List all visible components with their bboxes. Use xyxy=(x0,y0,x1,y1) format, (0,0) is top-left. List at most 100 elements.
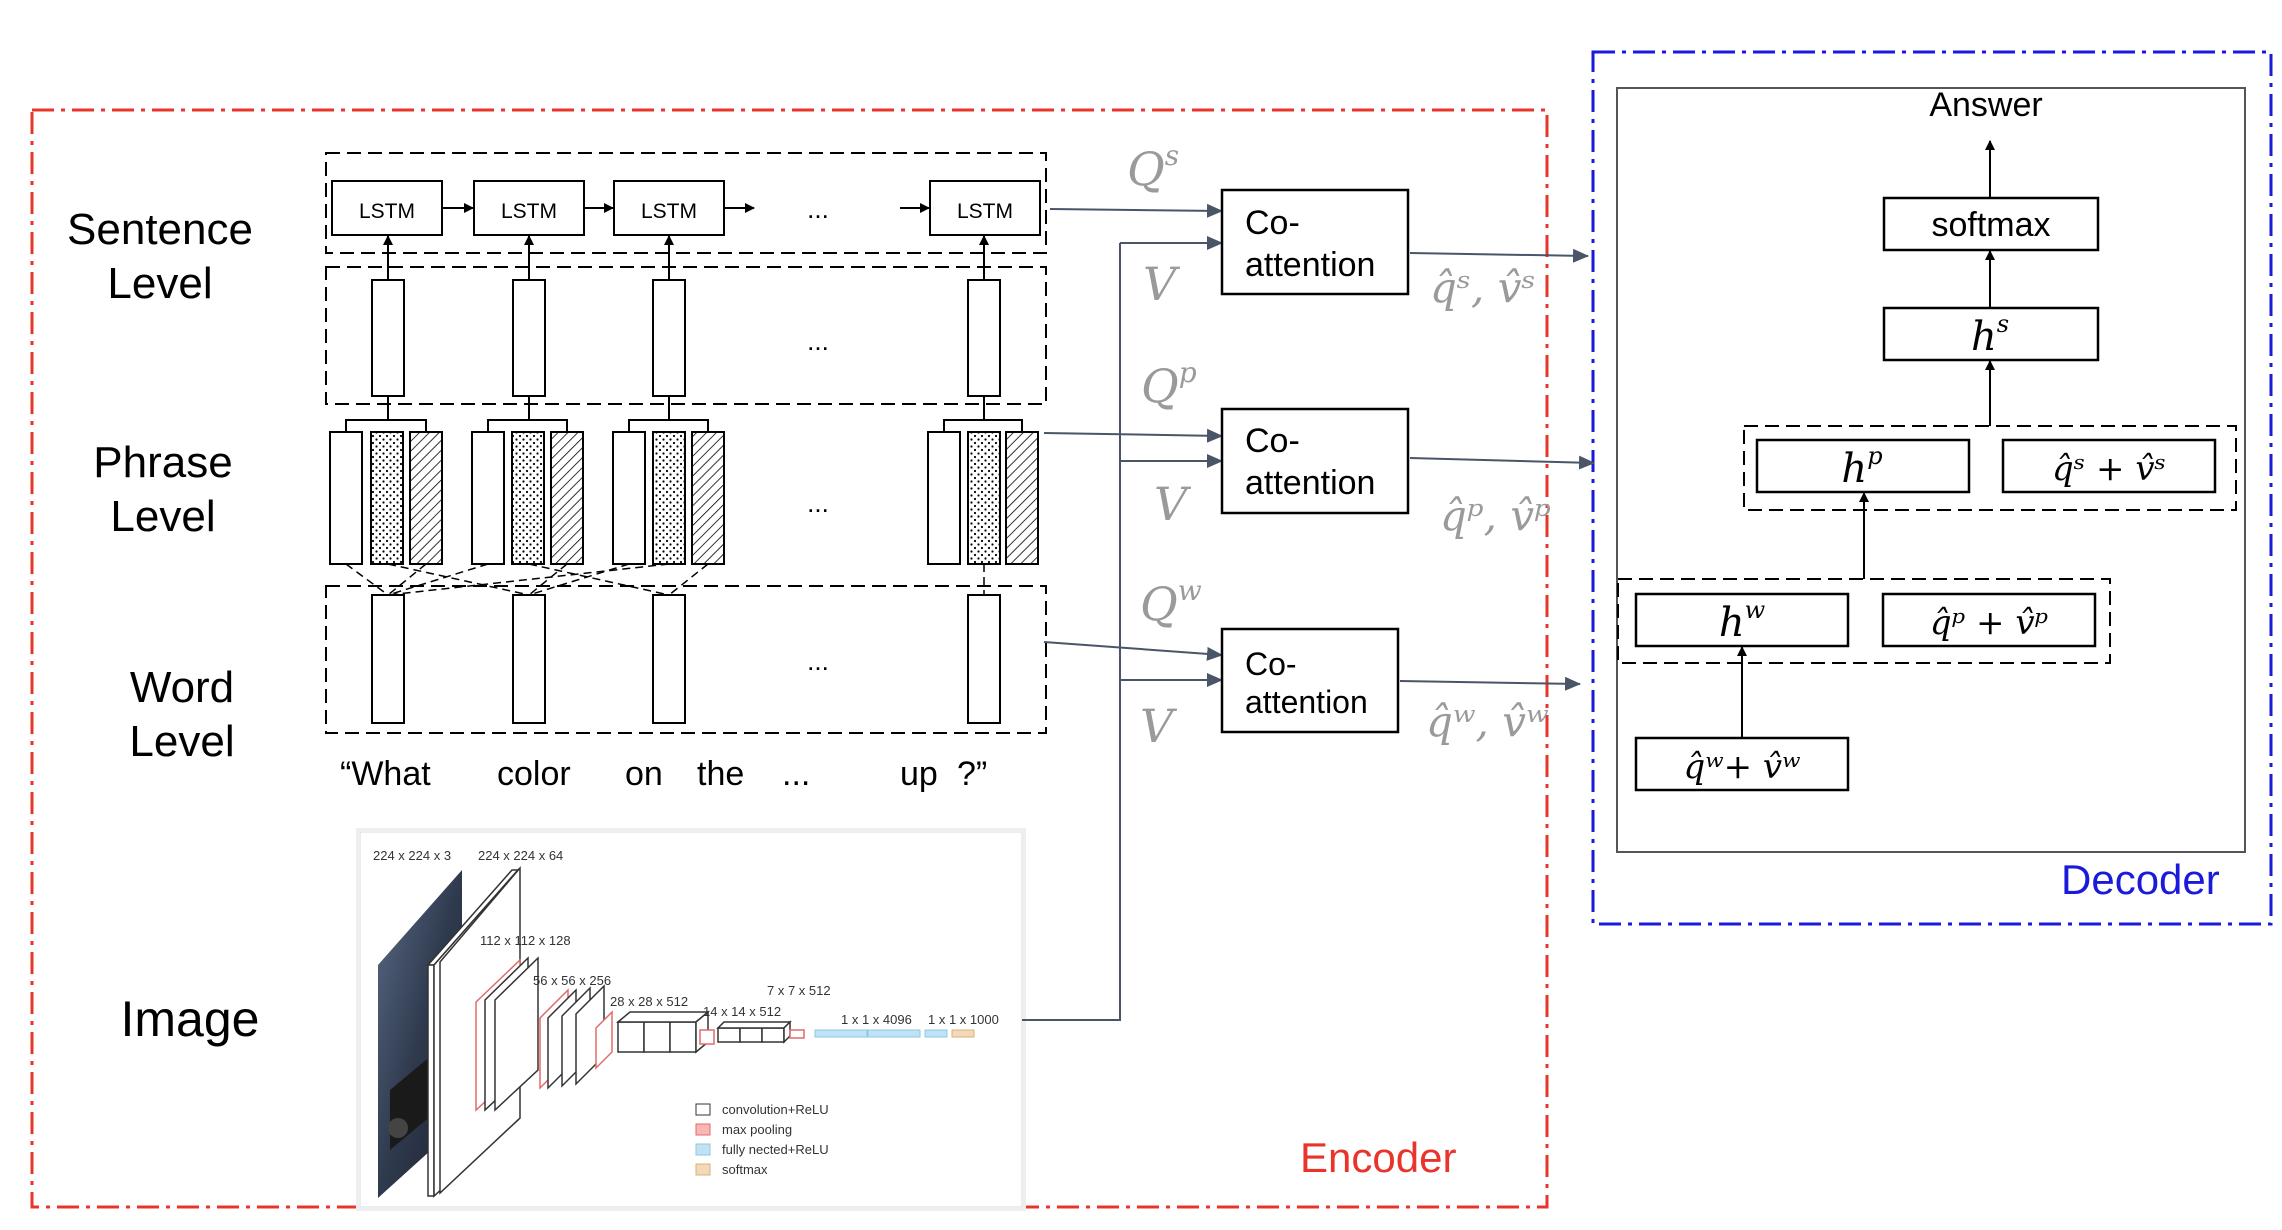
word-dashed-group xyxy=(325,585,1047,734)
q-phrase-symbol: Qp xyxy=(1141,356,1197,413)
coattention-word-line2: attention xyxy=(1245,684,1368,720)
q-word-arrow xyxy=(1043,641,1223,661)
vgg-legend-fc: fully nected+ReLU xyxy=(722,1142,829,1157)
question-word-2: color xyxy=(497,755,571,793)
phrase-vector-dashed-group xyxy=(325,266,1047,405)
decoder-border xyxy=(1591,50,2273,926)
hs-box xyxy=(1882,306,2100,362)
question-word-4: the xyxy=(697,755,744,793)
hs-label: hs xyxy=(1971,310,2009,360)
coattention-word-line1: Co- xyxy=(1245,646,1297,682)
phrase-ellipsis: ... xyxy=(807,488,829,518)
qv-s-label: q̂ˢ + v̂ˢ xyxy=(2052,449,2166,489)
answer-label: Answer xyxy=(1929,86,2042,124)
phrase-vector-ellipsis: ... xyxy=(807,326,829,356)
v-word-symbol: V xyxy=(1140,699,1178,753)
question-word-6: up xyxy=(900,755,938,793)
sentence-level-label-2: Level xyxy=(107,259,212,308)
vgg-legend-softmax: softmax xyxy=(722,1162,768,1177)
hw-dashed-group xyxy=(1617,578,2111,664)
image-label: Image xyxy=(121,991,260,1047)
vgg-dim-9: 1 x 1 x 1000 xyxy=(928,1012,999,1027)
phrase-group-2 xyxy=(471,396,584,565)
lstm-cell-2 xyxy=(473,180,585,236)
word-vector-3 xyxy=(652,594,686,724)
out-word-symbol: q̂ʷ, v̂ʷ xyxy=(1426,697,1549,746)
coattention-phrase-line2: attention xyxy=(1245,464,1375,502)
qv-p-box xyxy=(1881,592,2097,648)
image-feature-bus xyxy=(1022,243,1121,1021)
lstm-label-2: LSTM xyxy=(501,200,557,223)
lstm-label-1: LSTM xyxy=(359,200,415,223)
qv-w-box xyxy=(1634,736,1850,792)
vgg-dim-4: 56 x 56 x 256 xyxy=(533,973,611,988)
lstm-ellipsis: ... xyxy=(807,194,829,224)
out-phrase-symbol: q̂ᵖ, v̂ᵖ xyxy=(1440,491,1551,540)
phrase-group-3 xyxy=(612,396,725,565)
lstm-cell-4 xyxy=(929,180,1041,236)
coattention-box-word xyxy=(1220,627,1400,734)
out-phrase-arrow xyxy=(1409,455,1595,470)
phrase-vector-1 xyxy=(371,279,405,397)
qv-p-label: q̂ᵖ + v̂ᵖ xyxy=(1930,603,2048,643)
word-vector-4 xyxy=(967,594,1001,724)
q-sentence-arrow xyxy=(1049,203,1223,218)
vgg-legend: convolution+ReLU max pooling fully necte… xyxy=(695,1102,829,1177)
phrase-vector-2 xyxy=(512,279,546,397)
qv-w-label: q̂ʷ+ v̂ʷ xyxy=(1684,747,1801,787)
out-word-arrow xyxy=(1399,676,1581,691)
qv-s-box xyxy=(2001,438,2217,494)
lstm-label-4: LSTM xyxy=(957,200,1013,223)
softmax-label: softmax xyxy=(1931,206,2050,244)
vgg-dim-2: 224 x 224 x 64 xyxy=(478,848,563,863)
phrase-level-label-2: Level xyxy=(110,492,215,541)
sentence-level-label-1: Sentence xyxy=(67,205,253,254)
coattention-sentence-line2: attention xyxy=(1245,246,1375,284)
vgg-network-figure: 224 x 224 x 3 224 x 224 x 64 112 x 112 x… xyxy=(356,828,1026,1211)
out-sentence-arrow xyxy=(1409,248,1589,263)
vgg-dim-3: 112 x 112 x 128 xyxy=(480,933,571,948)
phrase-vector-3 xyxy=(652,279,686,397)
hw-label: hw xyxy=(1719,596,1766,646)
phrase-level-label-1: Phrase xyxy=(93,438,232,487)
phrase-group-4 xyxy=(927,396,1039,565)
hp-box xyxy=(1755,438,1971,494)
coattention-phrase-line1: Co- xyxy=(1245,422,1300,460)
phrase-word-connectors xyxy=(345,563,985,596)
phrase-group-1 xyxy=(329,396,443,565)
phrase-vector-4 xyxy=(967,279,1001,397)
coattention-box-phrase xyxy=(1220,407,1410,515)
lstm-label-3: LSTM xyxy=(641,200,697,223)
question-word-5: ... xyxy=(782,755,810,793)
coattention-sentence-line1: Co- xyxy=(1245,204,1300,242)
sentence-dashed-group xyxy=(325,152,1047,254)
question-word-7: ?” xyxy=(957,755,987,793)
q-sentence-symbol: Qs xyxy=(1127,139,1179,196)
v-phrase-symbol: V xyxy=(1154,477,1192,531)
word-level-label-1: Word xyxy=(130,663,234,712)
vgg-dim-6: 14 x 14 x 512 xyxy=(703,1004,781,1019)
vgg-dim-5: 28 x 28 x 512 xyxy=(610,994,688,1009)
word-vector-1 xyxy=(371,594,405,724)
vgg-dim-7: 7 x 7 x 512 xyxy=(767,983,831,998)
word-level-label-2: Level xyxy=(129,717,234,766)
decoder-label: Decoder xyxy=(2061,856,2220,903)
word-ellipsis: ... xyxy=(807,646,829,676)
word-vector-2 xyxy=(512,594,546,724)
hw-box xyxy=(1634,592,1850,648)
hp-label: hp xyxy=(1841,442,1882,492)
hp-dashed-group xyxy=(1743,425,2237,511)
q-phrase-arrow xyxy=(1043,428,1223,443)
question-word-1: “What xyxy=(340,755,431,793)
vgg-dim-1: 224 x 224 x 3 xyxy=(373,848,451,863)
v-sentence-symbol: V xyxy=(1143,257,1181,311)
encoder-label: Encoder xyxy=(1300,1134,1456,1181)
vgg-legend-conv: convolution+ReLU xyxy=(722,1102,829,1117)
lstm-cell-3 xyxy=(613,180,725,236)
coattention-box-sentence xyxy=(1220,188,1410,296)
vgg-legend-pool: max pooling xyxy=(722,1122,792,1137)
question-word-3: on xyxy=(625,755,663,793)
q-word-symbol: Qw xyxy=(1140,574,1202,631)
vgg-dim-8: 1 x 1 x 4096 xyxy=(841,1012,912,1027)
